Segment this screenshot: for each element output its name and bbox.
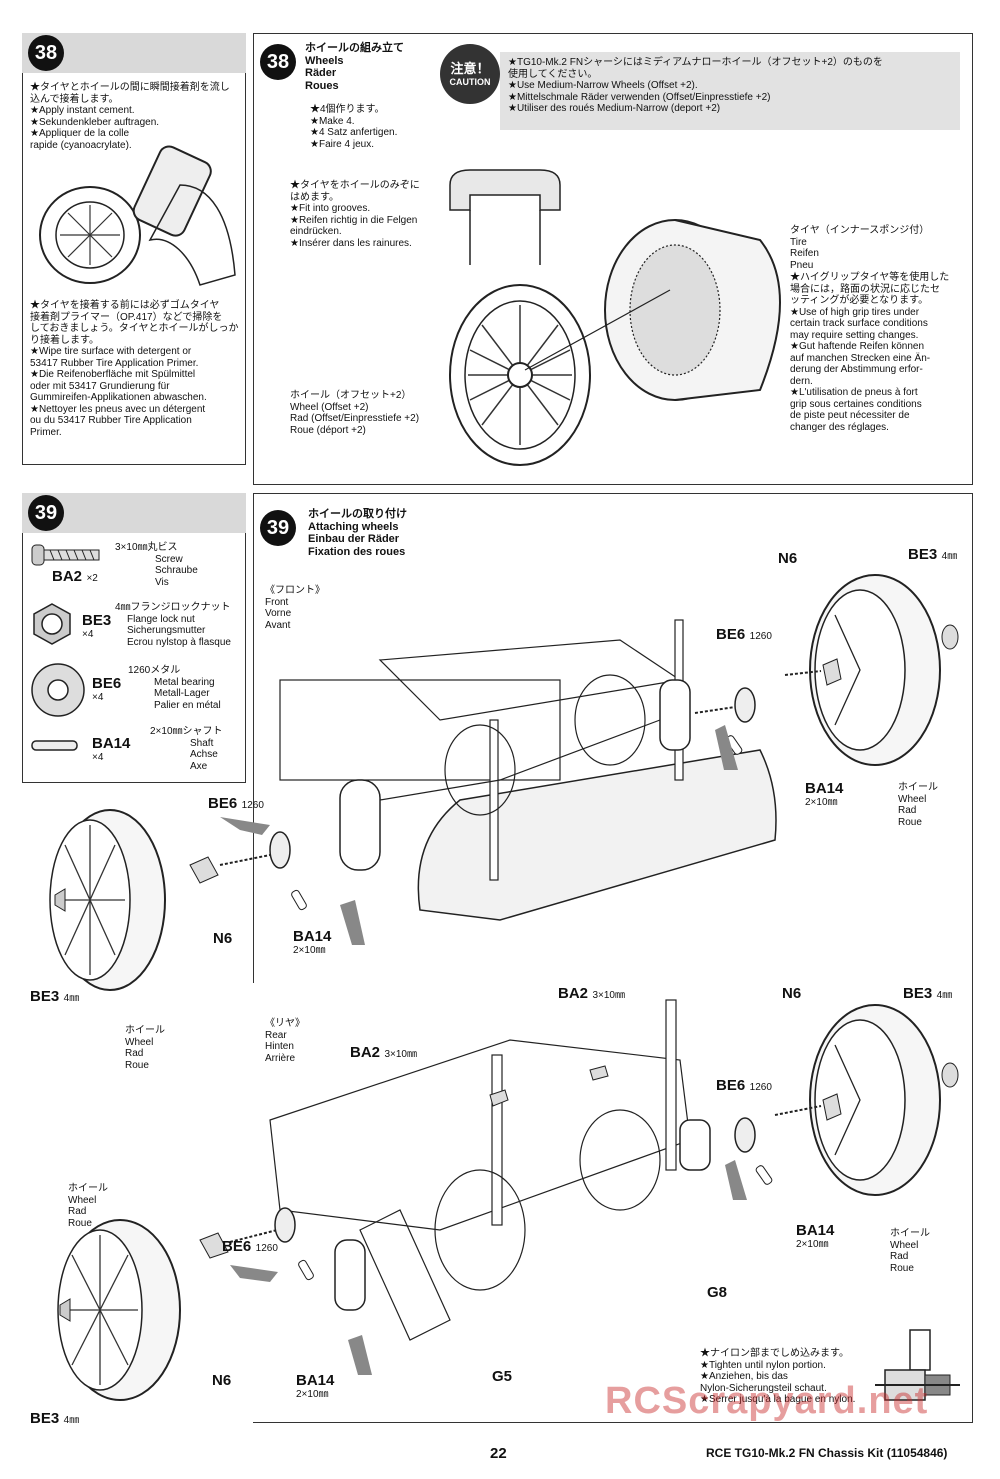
- step38-title: ホイールの組み立て Wheels Räder Roues: [305, 42, 404, 92]
- front-left-wheel-illustration: [49, 809, 365, 991]
- grip-note: ★ハイグリップタイヤ等を使用した 場合には，路面の状況に応じたセ ッティングが必…: [790, 272, 950, 433]
- part-ba2: BA2 ×2: [52, 568, 98, 585]
- part-be3: BE3 ×4: [82, 612, 112, 640]
- part-ba2-desc: 3×10㎜丸ビス Screw Schraube Vis: [115, 542, 198, 588]
- front-left-wheel-word: ホイール Wheel Rad Roue: [125, 1025, 165, 1071]
- step38-left-number: 38: [28, 35, 64, 71]
- rear-left-ba2-label: BA2 3×10㎜: [350, 1044, 417, 1061]
- rear-right-be6-label: BE6 1260: [716, 1077, 772, 1094]
- wheel-and-tire-illustration: [449, 219, 781, 466]
- front-left-n6-label: N6: [213, 930, 233, 947]
- rear-right-bearing-illustration: [725, 1117, 773, 1200]
- rear-left-be6-label: BE6 1260: [222, 1238, 278, 1255]
- shaft-icon: [31, 740, 78, 751]
- front-chassis-illustration: [279, 619, 777, 921]
- step39-number: 39: [260, 510, 296, 546]
- rear-right-be3-label: BE3 4㎜: [903, 985, 953, 1002]
- part-be6: BE6 ×4: [92, 675, 122, 703]
- front-right-wheel-illustration: [784, 574, 959, 766]
- g8-label: G8: [707, 1284, 728, 1301]
- caution-badge: 注意！ CAUTION: [440, 44, 500, 104]
- rear-right-wheel-word: ホイール Wheel Rad Roue: [890, 1228, 930, 1274]
- caution-text: ★TG10-Mk.2 FNシャーシにはミディアムナローホイール（オフセット+2）…: [500, 52, 960, 130]
- metal-bearing-icon: [31, 663, 85, 717]
- rear-left-be3-label: BE3 4㎜: [30, 1410, 80, 1427]
- front-right-bearing-illustration: [694, 687, 756, 770]
- groove-note: ★タイヤをホイールのみぞに はめます。 ★Fit into grooves. ★…: [290, 180, 420, 249]
- nylon-note: ★ナイロン部までしめ込みます。 ★Tighten until nylon por…: [700, 1348, 856, 1405]
- tire-cross-section-icon: [449, 169, 561, 265]
- flange-nut-icon: [33, 603, 71, 645]
- front-left-be3-label: BE3 4㎜: [30, 988, 80, 1005]
- rear-label: 《リヤ》 Rear Hinten Arrière: [265, 1018, 305, 1064]
- part-ba14: BA14 ×4: [92, 735, 131, 763]
- step38-main-panel: [253, 33, 973, 485]
- screw-icon: [31, 544, 100, 566]
- page-number: 22: [490, 1445, 507, 1462]
- document-title: RCE TG10-Mk.2 FN Chassis Kit (11054846): [706, 1446, 948, 1460]
- step39-title: ホイールの取り付け Attaching wheels Einbau der Rä…: [308, 508, 407, 558]
- step39-left-number: 39: [28, 495, 64, 531]
- front-right-ba14-label: BA14 2×10㎜: [805, 780, 844, 808]
- nylon-nut-detail-icon: [875, 1329, 960, 1401]
- rear-left-ba14-label: BA14 2×10㎜: [296, 1372, 335, 1400]
- step39-rear-panel: [253, 983, 973, 1423]
- primer-note: ★タイヤを接着する前には必ずゴムタイヤ 接着剤プライマー（OP.417）などで掃…: [30, 300, 239, 438]
- make-note: ★4個作ります。 ★Make 4. ★4 Satz anfertigen. ★F…: [310, 104, 398, 150]
- rear-right-ba14-label: BA14 2×10㎜: [796, 1222, 835, 1250]
- step38-number: 38: [260, 44, 296, 80]
- rear-left-wheel-word: ホイール Wheel Rad Roue: [68, 1183, 108, 1229]
- front-right-wheel-word: ホイール Wheel Rad Roue: [898, 782, 938, 828]
- glue-bottle-illustration: [39, 145, 236, 286]
- part-ba14-desc: 2×10㎜シャフト Shaft Achse Axe: [150, 726, 223, 772]
- front-right-be6-label: BE6 1260: [716, 626, 772, 643]
- glue-note: ★タイヤとホイールの間に瞬間接着剤を流し 込んで接着します。 ★Apply in…: [30, 82, 230, 151]
- front-left-be6-label: BE6 1260: [208, 795, 264, 812]
- front-left-ba14-label: BA14 2×10㎜: [293, 928, 332, 956]
- rear-right-wheel-illustration: [774, 1004, 959, 1196]
- rear-top-ba2-label: BA2 3×10㎜: [558, 985, 625, 1002]
- front-right-be3-label: BE3 4㎜: [908, 546, 958, 563]
- front-label: 《フロント》 Front Vorne Avant: [265, 585, 325, 631]
- part-be3-desc: 4㎜フランジロックナット Flange lock nut Sicherungsm…: [115, 602, 231, 648]
- rear-right-n6-label: N6: [782, 985, 802, 1002]
- rear-left-n6-label: N6: [212, 1372, 232, 1389]
- wheel-label: ホイール（オフセット+2） Wheel (Offset +2) Rad (Off…: [290, 390, 420, 436]
- rear-left-wheel-illustration: [57, 1207, 372, 1401]
- watermark: RCScrapyard.net: [605, 1380, 929, 1422]
- step39-main-panel: [253, 493, 973, 983]
- front-right-n6-label: N6: [778, 550, 798, 567]
- tire-label: タイヤ（インナースポンジ付） Tire Reifen Pneu: [790, 225, 930, 271]
- part-be6-desc: 1260メタル Metal bearing Metall-Lager Palie…: [128, 665, 221, 711]
- g5-label: G5: [492, 1368, 513, 1385]
